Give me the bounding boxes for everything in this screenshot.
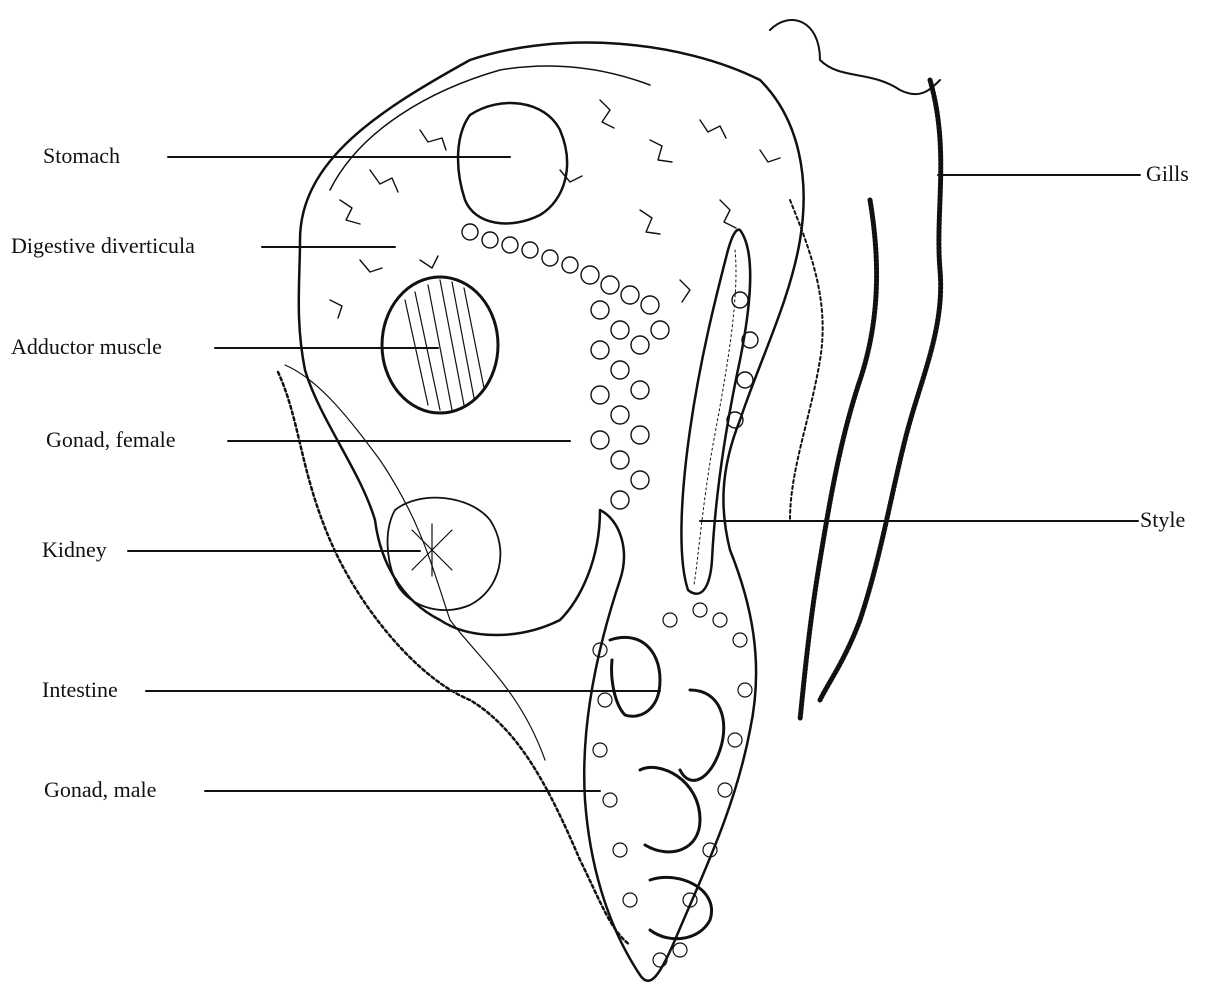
intestine-loop-2	[680, 690, 724, 780]
gills-inner	[790, 200, 823, 520]
digestive-diverticula-texture	[330, 100, 780, 318]
label-intestine: Intestine	[42, 678, 118, 702]
female-gonad-cells	[462, 224, 758, 509]
gills-middle	[800, 200, 877, 720]
label-digestive-diverticula: Digestive diverticula	[11, 234, 195, 258]
style	[681, 230, 750, 594]
label-kidney: Kidney	[42, 538, 107, 562]
male-gonad-cells	[593, 603, 752, 967]
adductor-muscle-hatching	[405, 280, 484, 410]
kidney	[388, 498, 501, 610]
mantle-fringe-left	[278, 372, 630, 945]
label-gonad-male: Gonad, male	[44, 778, 156, 802]
label-gills: Gills	[1146, 162, 1189, 186]
label-stomach: Stomach	[43, 144, 120, 168]
label-gonad-female: Gonad, female	[46, 428, 176, 452]
upper-lobe-outline	[330, 66, 650, 190]
label-style: Style	[1140, 508, 1185, 532]
label-adductor-muscle: Adductor muscle	[11, 335, 162, 359]
gills-outer	[820, 80, 941, 700]
stomach	[458, 103, 567, 223]
mantle-edge-left	[285, 365, 545, 760]
gill-tips	[770, 20, 940, 94]
intestine	[610, 637, 660, 716]
visceral-mass-outline	[299, 43, 804, 981]
